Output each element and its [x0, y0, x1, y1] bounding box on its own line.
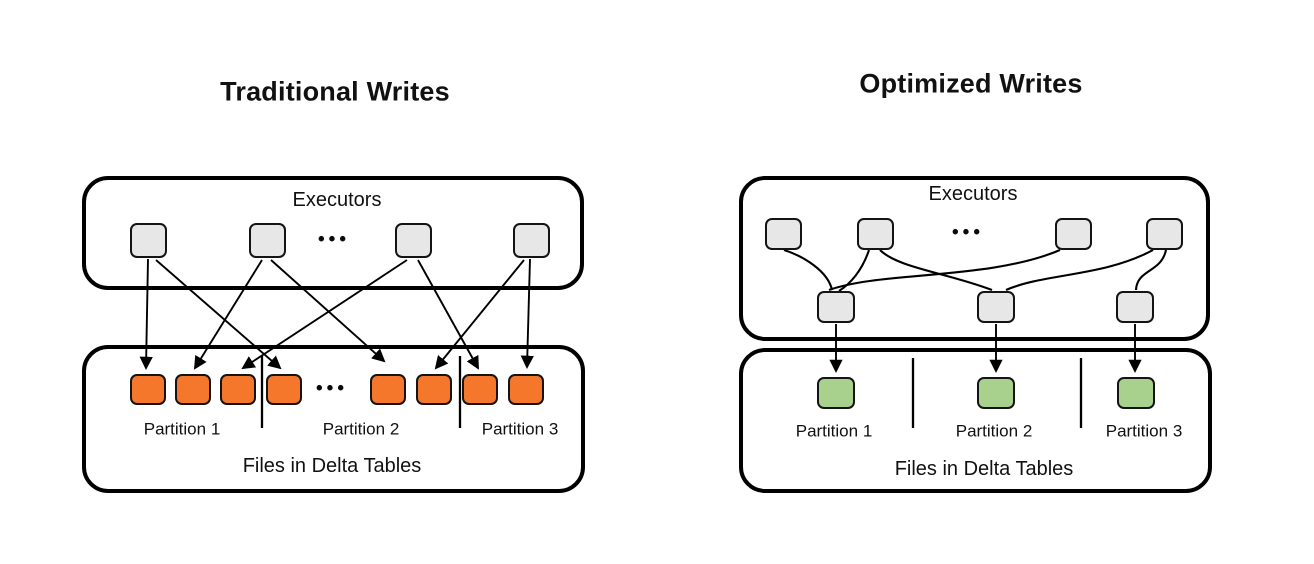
partition-label: Partition 1 — [795, 421, 873, 441]
partition-label: Partition 3 — [481, 419, 559, 439]
shuffle-curve — [1005, 249, 1154, 291]
file-node — [1117, 377, 1155, 409]
partition-label: Partition 3 — [1105, 421, 1183, 441]
executor-node — [1055, 218, 1092, 250]
shuffle-curve — [879, 249, 993, 291]
file-node — [266, 374, 302, 405]
file-node — [977, 377, 1015, 409]
partition-label: Partition 1 — [143, 419, 221, 439]
file-node — [130, 374, 166, 405]
shuffle-curve — [783, 248, 834, 291]
executor-node — [395, 223, 432, 258]
executor-node — [857, 218, 894, 250]
executor-node — [1146, 218, 1183, 250]
executor-node — [249, 223, 286, 258]
executors-ellipsis: ••• — [952, 222, 984, 243]
shuffle-curve — [838, 249, 870, 292]
executor-node — [513, 223, 550, 258]
write-arrow — [434, 259, 525, 370]
file-node — [817, 377, 855, 409]
optimized-title: Optimized Writes — [859, 68, 1083, 99]
write-arrow — [520, 258, 534, 369]
executor-node — [765, 218, 802, 250]
file-node — [416, 374, 452, 405]
write-arrow — [155, 259, 282, 370]
write-arrow — [270, 259, 386, 363]
shuffle-curve — [1134, 249, 1168, 291]
file-node — [370, 374, 406, 405]
optimized-executors-label: Executors — [928, 183, 1018, 205]
traditional-files-label: Files in Delta Tables — [242, 455, 422, 477]
partition-label: Partition 2 — [322, 419, 400, 439]
shuffle-node — [817, 291, 855, 323]
write-arrow — [241, 259, 408, 370]
executors-ellipsis: ••• — [318, 229, 350, 250]
optimized-files-label: Files in Delta Tables — [894, 458, 1074, 480]
traditional-files-box — [82, 345, 585, 493]
files-ellipsis: ••• — [316, 378, 348, 399]
file-node — [462, 374, 498, 405]
write-arrow — [139, 258, 153, 370]
shuffle-node — [977, 291, 1015, 323]
file-node — [175, 374, 211, 405]
write-arrow — [417, 259, 479, 370]
shuffle-node — [1116, 291, 1154, 323]
file-node — [220, 374, 256, 405]
partition-label: Partition 2 — [955, 421, 1033, 441]
executor-node — [130, 223, 167, 258]
traditional-title: Traditional Writes — [220, 76, 450, 107]
file-node — [508, 374, 544, 405]
write-arrow — [193, 259, 263, 370]
traditional-executors-label: Executors — [292, 189, 382, 211]
